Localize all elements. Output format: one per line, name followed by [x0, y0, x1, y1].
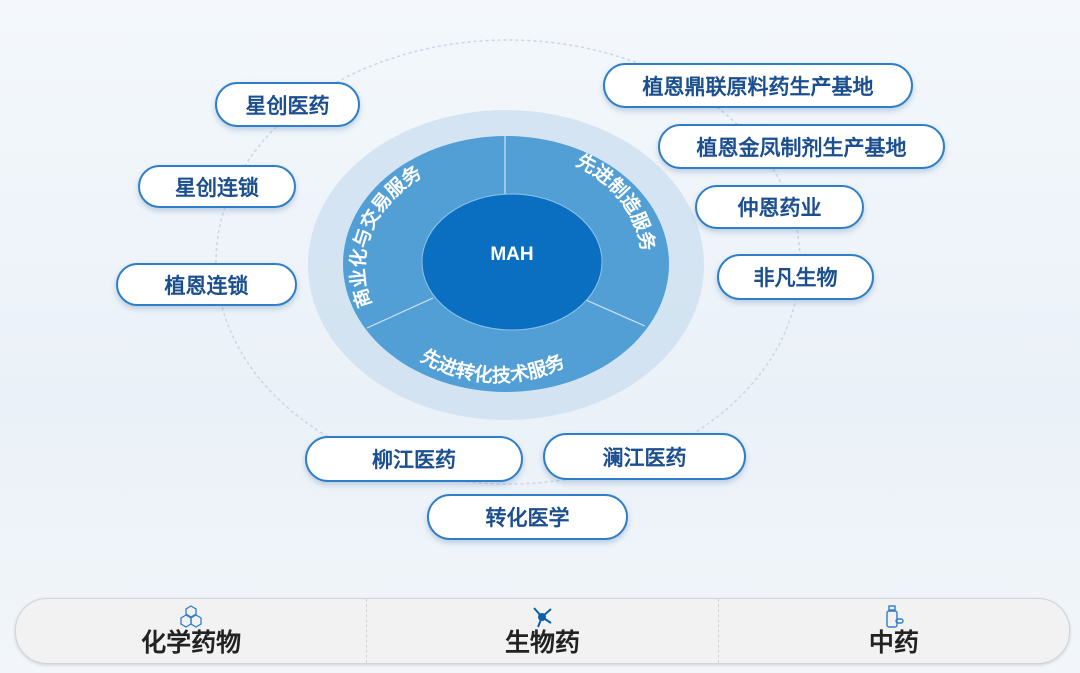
entity-pill[interactable]: 星创医药: [215, 82, 360, 127]
entity-pill[interactable]: 植恩连锁: [116, 263, 297, 306]
entity-pill[interactable]: 植恩鼎联原料药生产基地: [603, 63, 913, 108]
category-chemical[interactable]: 化学药物: [16, 599, 368, 663]
entity-pill[interactable]: 星创连锁: [138, 165, 296, 208]
molecule-node-icon: [533, 607, 553, 628]
entity-pill[interactable]: 柳江医药: [305, 436, 523, 482]
category-tcm[interactable]: 中药: [719, 599, 1069, 663]
entity-pill[interactable]: 转化医学: [427, 494, 628, 540]
category-label: 中药: [868, 628, 919, 657]
mah-core: [421, 193, 603, 331]
entity-pill[interactable]: 仲恩药业: [695, 185, 864, 229]
entity-pill[interactable]: 非凡生物: [717, 254, 874, 300]
category-bio[interactable]: 生物药: [367, 599, 719, 663]
hexagon-molecule-icon: [180, 605, 202, 628]
mah-label: MAH: [490, 244, 533, 265]
category-bar: 化学药物 生物药 中药: [15, 598, 1070, 664]
entity-pill[interactable]: 澜江医药: [543, 433, 746, 480]
medicine-bottle-icon: [886, 605, 904, 628]
category-label: 化学药物: [141, 628, 242, 657]
category-label: 生物药: [504, 628, 580, 657]
entity-pill[interactable]: 植恩金凤制剂生产基地: [658, 124, 945, 169]
